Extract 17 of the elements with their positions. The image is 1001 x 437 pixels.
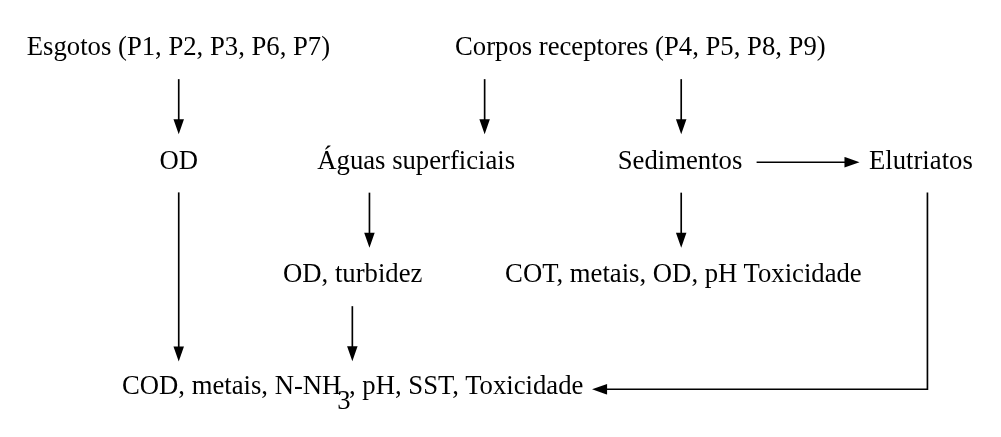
node-text: Elutriatos <box>869 144 973 175</box>
node-text: Corpos receptores (P4, P5, P8, P9) <box>455 30 826 61</box>
arrow <box>347 304 358 361</box>
node-text: OD, turbidez <box>283 257 423 288</box>
arrow <box>364 191 375 248</box>
node-text: OD <box>159 144 199 175</box>
arrow <box>675 191 687 248</box>
node-text: COT, metais, OD, pH Toxicidade <box>505 257 862 288</box>
arrow <box>755 156 860 167</box>
node-text: Águas superficiais <box>317 144 516 175</box>
arrow <box>173 77 184 134</box>
node-text: Sedimentos <box>617 144 743 175</box>
arrow <box>675 77 687 134</box>
arrow <box>592 191 929 395</box>
arrow <box>173 191 184 362</box>
arrow <box>479 77 490 134</box>
node-text: Esgotos (P1, P2, P3, P6, P7) <box>26 30 331 61</box>
